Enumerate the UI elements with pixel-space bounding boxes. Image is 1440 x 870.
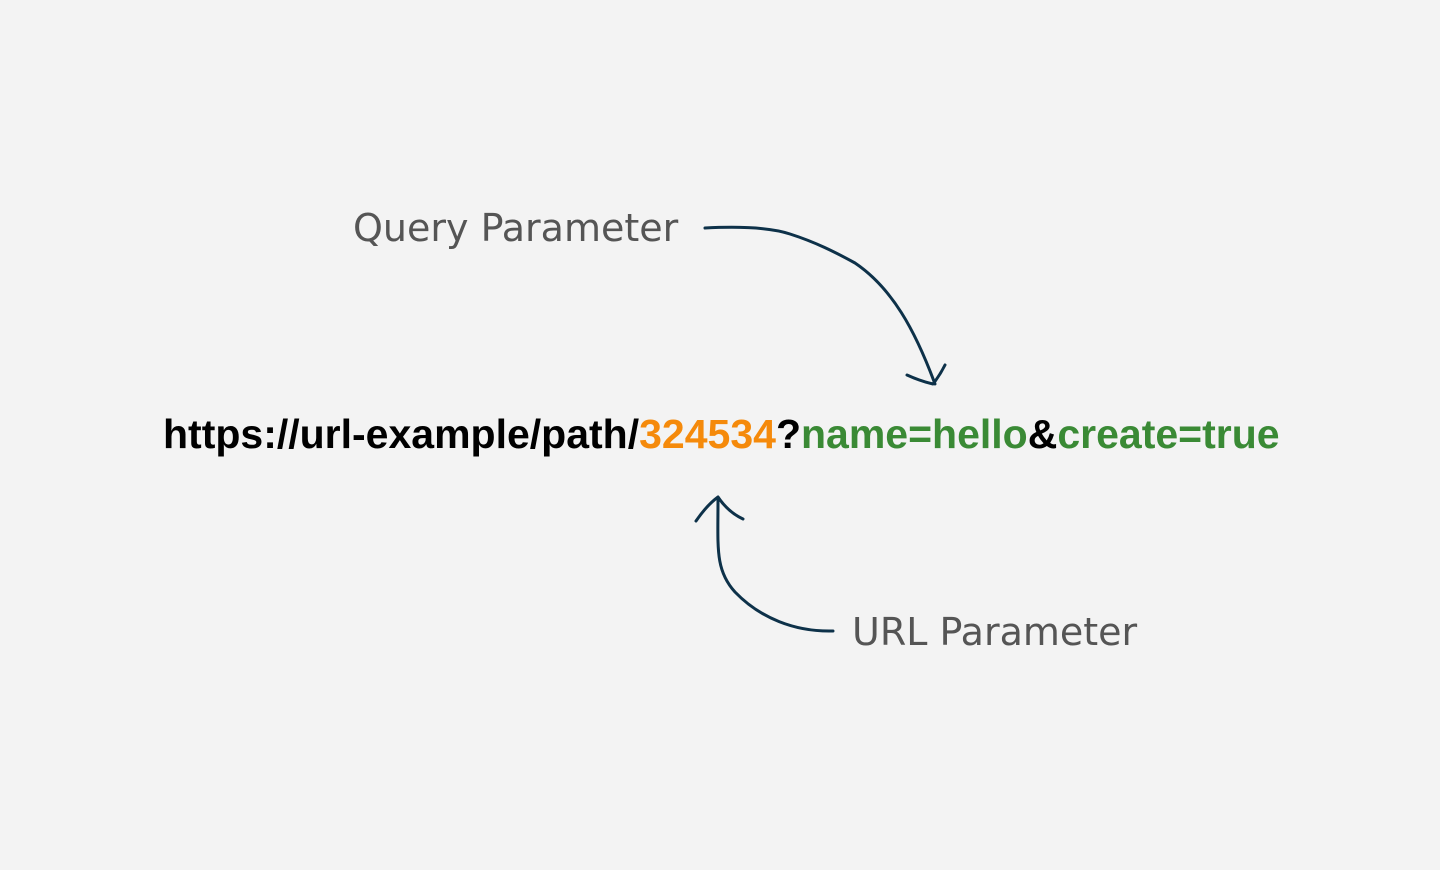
query-param-create: create=true (1057, 411, 1280, 457)
url-parameter-value: 324534 (639, 411, 776, 457)
query-ampersand-separator: & (1027, 411, 1058, 457)
query-arrow-head (905, 363, 947, 386)
query-parameter-arrow (703, 225, 947, 386)
url-arrow-head (694, 495, 745, 523)
query-arrow-shaft (703, 225, 937, 386)
url-base-segment: https://url-example/path/ (163, 411, 640, 457)
query-parameter-label: Query Parameter (353, 206, 679, 250)
query-param-name: name=hello (800, 411, 1028, 457)
url-arrow-shaft (716, 498, 835, 633)
url-parameter-arrow (694, 495, 835, 633)
query-start-separator: ? (775, 411, 801, 457)
url-example: https://url-example/path/324534?name=hel… (163, 414, 1280, 455)
url-parameter-label: URL Parameter (852, 610, 1138, 654)
